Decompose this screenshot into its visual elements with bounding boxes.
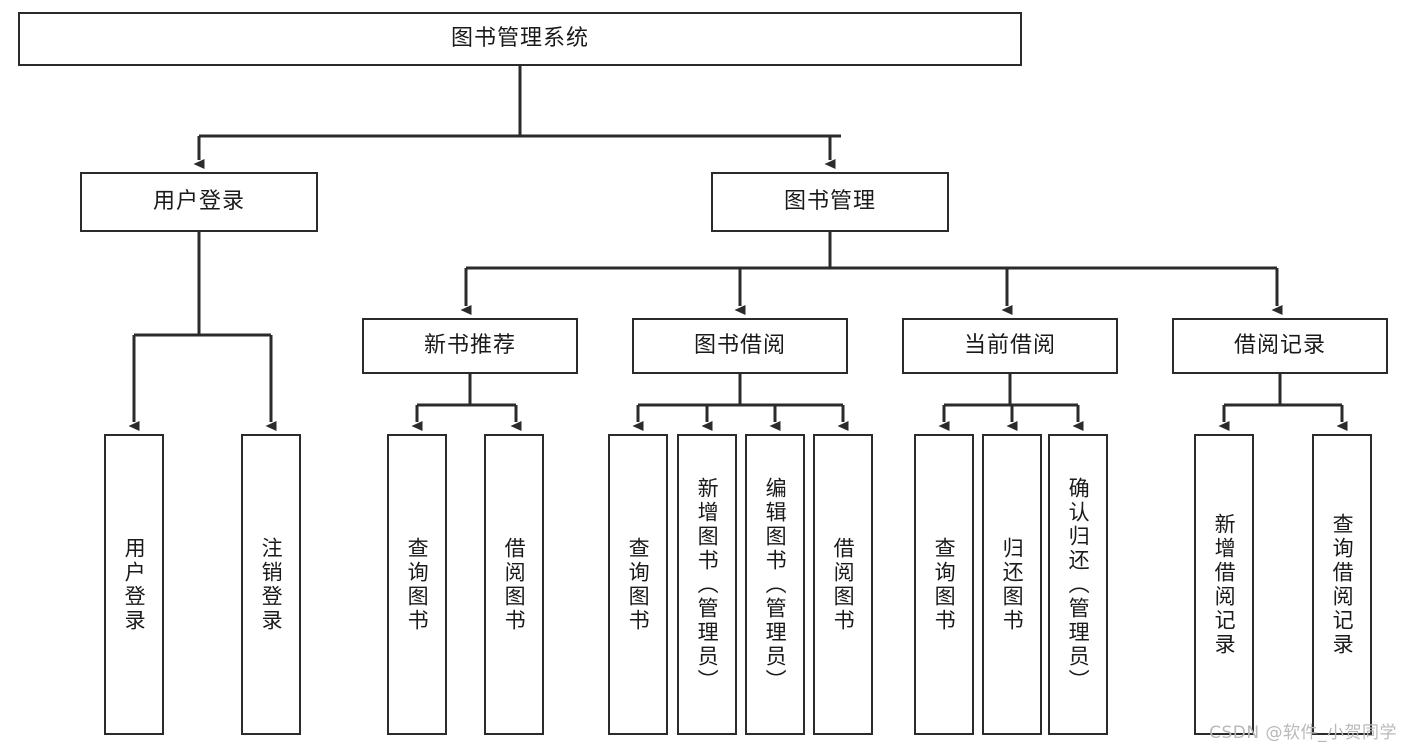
node-leaf-query-book-3-label: 查询图书 bbox=[932, 536, 957, 633]
node-leaf-add-book-label: 新增图书（管理员） bbox=[695, 476, 720, 693]
node-current-borrow[interactable]: 当前借阅 bbox=[902, 318, 1118, 374]
node-user-login-label: 用户登录 bbox=[152, 188, 245, 214]
node-leaf-confirm-return-label: 确认归还（管理员） bbox=[1066, 476, 1091, 693]
node-leaf-borrow-book-2-label: 借阅图书 bbox=[831, 536, 856, 633]
node-leaf-query-record-label: 查询借阅记录 bbox=[1330, 512, 1355, 657]
node-leaf-query-book-1[interactable]: 查询图书 bbox=[387, 434, 447, 735]
node-book-manage[interactable]: 图书管理 bbox=[711, 172, 949, 232]
node-leaf-query-book-2-label: 查询图书 bbox=[626, 536, 651, 633]
node-leaf-return-book[interactable]: 归还图书 bbox=[982, 434, 1042, 735]
node-leaf-confirm-return[interactable]: 确认归还（管理员） bbox=[1048, 434, 1108, 735]
node-current-borrow-label: 当前借阅 bbox=[963, 332, 1056, 358]
node-leaf-query-book-1-label: 查询图书 bbox=[405, 536, 430, 633]
node-leaf-edit-book-label: 编辑图书（管理员） bbox=[763, 476, 788, 693]
node-leaf-borrow-book-1-label: 借阅图书 bbox=[502, 536, 527, 633]
node-book-borrow-label: 图书借阅 bbox=[693, 332, 786, 358]
node-leaf-user-login-label: 用户登录 bbox=[122, 536, 147, 633]
node-book-manage-label: 图书管理 bbox=[783, 188, 876, 214]
node-leaf-logout[interactable]: 注销登录 bbox=[241, 434, 301, 735]
node-leaf-user-login[interactable]: 用户登录 bbox=[104, 434, 164, 735]
node-leaf-borrow-book-1[interactable]: 借阅图书 bbox=[484, 434, 544, 735]
node-root-label: 图书管理系统 bbox=[450, 25, 589, 51]
node-borrow-record[interactable]: 借阅记录 bbox=[1172, 318, 1388, 374]
node-leaf-add-record-label: 新增借阅记录 bbox=[1212, 512, 1237, 657]
node-leaf-add-book[interactable]: 新增图书（管理员） bbox=[677, 434, 737, 735]
node-leaf-edit-book[interactable]: 编辑图书（管理员） bbox=[745, 434, 805, 735]
node-leaf-logout-label: 注销登录 bbox=[259, 536, 284, 633]
node-leaf-return-book-label: 归还图书 bbox=[1000, 536, 1025, 633]
node-user-login[interactable]: 用户登录 bbox=[80, 172, 318, 232]
node-new-book-recommend[interactable]: 新书推荐 bbox=[362, 318, 578, 374]
node-leaf-add-record[interactable]: 新增借阅记录 bbox=[1194, 434, 1254, 735]
node-leaf-query-book-3[interactable]: 查询图书 bbox=[914, 434, 974, 735]
node-leaf-borrow-book-2[interactable]: 借阅图书 bbox=[813, 434, 873, 735]
watermark: CSDN @软件_小贺同学 bbox=[1209, 723, 1397, 743]
node-leaf-query-record[interactable]: 查询借阅记录 bbox=[1312, 434, 1372, 735]
node-leaf-query-book-2[interactable]: 查询图书 bbox=[608, 434, 668, 735]
node-new-book-recommend-label: 新书推荐 bbox=[423, 332, 516, 358]
node-book-borrow[interactable]: 图书借阅 bbox=[632, 318, 848, 374]
node-borrow-record-label: 借阅记录 bbox=[1233, 332, 1326, 358]
node-root[interactable]: 图书管理系统 bbox=[18, 12, 1022, 66]
